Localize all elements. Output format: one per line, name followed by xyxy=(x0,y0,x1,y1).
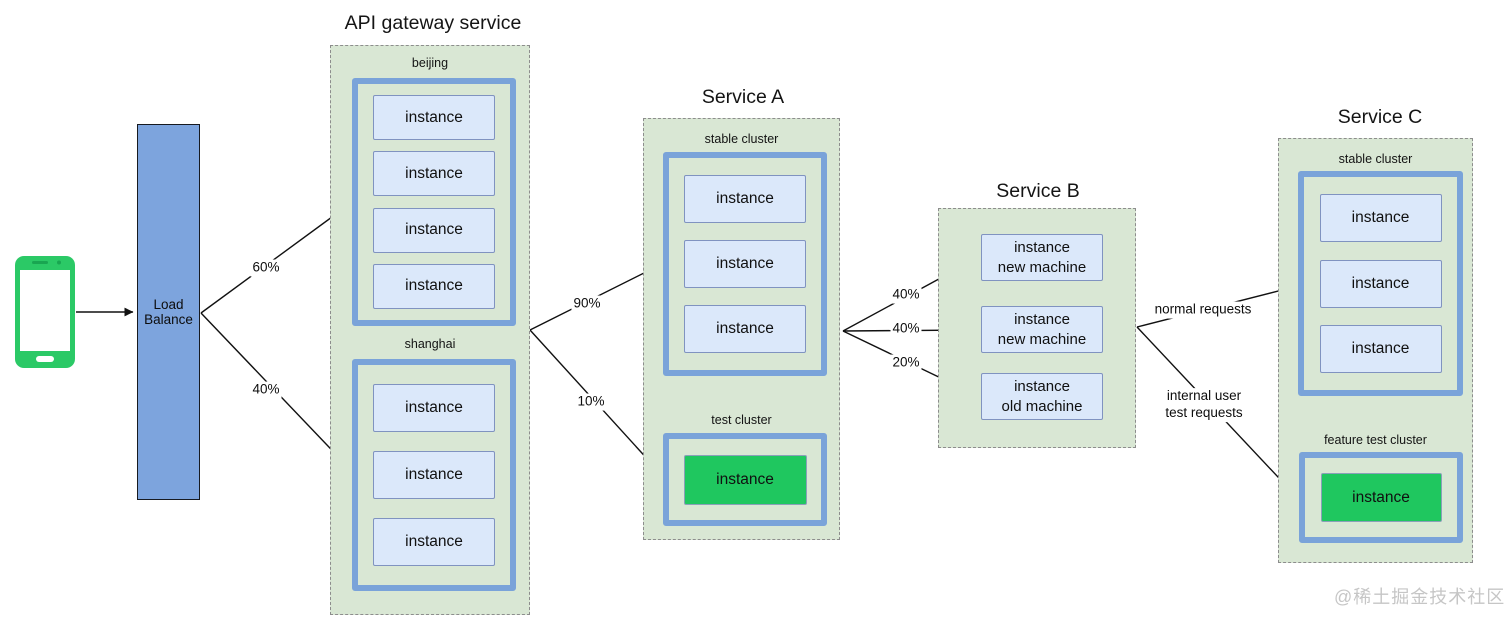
service-b-instance-old: instance old machine xyxy=(981,373,1103,420)
service-c-feature-label: feature test cluster xyxy=(1324,433,1427,447)
service-a-title: Service A xyxy=(701,86,785,108)
service-c-stable-cluster: instance instance instance xyxy=(1298,171,1463,396)
service-b-instance-new-2: instance new machine xyxy=(981,306,1103,353)
service-c-stable-label: stable cluster xyxy=(1338,152,1413,166)
arrow-lb-to-beijing xyxy=(200,205,348,314)
service-c-instance: instance xyxy=(1319,194,1442,243)
service-b-instance-line: old machine xyxy=(1001,397,1083,415)
service-a-container: stable cluster instance instance instanc… xyxy=(643,118,840,540)
gateway-instance: instance xyxy=(373,263,495,309)
service-a-stable-label: stable cluster xyxy=(704,132,779,146)
edge-label-90: 90% xyxy=(571,295,603,313)
mobile-phone-icon xyxy=(15,256,75,368)
beijing-cluster: instance instance instance instance xyxy=(352,78,516,326)
gateway-container: beijing instance instance instance insta… xyxy=(330,45,530,615)
service-a-instance: instance xyxy=(684,175,806,223)
service-c-container: stable cluster instance instance instanc… xyxy=(1278,138,1473,563)
service-b-instance-line: new machine xyxy=(997,330,1087,348)
service-b-instance-line: instance xyxy=(1014,239,1070,256)
watermark: @稀土掘金技术社区 xyxy=(1334,587,1506,607)
edge-label-internal-test-requests: internal user test requests xyxy=(1163,388,1245,422)
zone-label-beijing: beijing xyxy=(411,56,449,70)
service-c-instance: instance xyxy=(1319,259,1442,308)
service-a-test-instance: instance xyxy=(683,454,807,505)
gateway-instance: instance xyxy=(373,151,495,197)
gateway-instance: instance xyxy=(373,518,495,566)
edge-label-40: 40% xyxy=(250,381,282,399)
gateway-instance: instance xyxy=(373,207,495,253)
service-c-instance: instance xyxy=(1319,324,1442,373)
load-balancer-label: Load Balance xyxy=(144,297,193,327)
load-balancer-node: Load Balance xyxy=(137,124,200,500)
edge-label-40a: 40% xyxy=(890,286,922,304)
service-a-test-cluster: instance xyxy=(663,433,827,526)
edge-label-line: test requests xyxy=(1165,405,1243,420)
gateway-instance: instance xyxy=(373,451,495,499)
zone-label-shanghai: shanghai xyxy=(404,337,456,351)
gateway-title: API gateway service xyxy=(344,12,522,34)
edge-label-40b: 40% xyxy=(890,320,922,338)
gateway-instance: instance xyxy=(373,95,495,141)
service-b-container: instance new machine instance new machin… xyxy=(938,208,1136,448)
service-c-title: Service C xyxy=(1337,106,1423,128)
edge-label-10: 10% xyxy=(575,393,607,411)
gateway-instance: instance xyxy=(373,384,495,432)
service-b-title: Service B xyxy=(996,180,1080,202)
service-a-test-label: test cluster xyxy=(711,413,772,427)
service-b-instance-line: instance xyxy=(1014,378,1070,395)
service-c-feature-cluster: instance xyxy=(1299,452,1463,543)
shanghai-cluster: instance instance instance xyxy=(352,359,516,591)
service-b-instance-line: instance xyxy=(1014,311,1070,328)
edge-label-line: internal user xyxy=(1166,388,1242,404)
service-b-instance-new-1: instance new machine xyxy=(981,234,1103,281)
service-b-instance-line: new machine xyxy=(997,258,1087,276)
edge-label-normal-requests: normal requests xyxy=(1152,301,1254,319)
service-a-instance: instance xyxy=(684,240,806,288)
service-a-stable-cluster: instance instance instance xyxy=(663,152,827,376)
edge-label-60: 60% xyxy=(250,259,282,277)
edge-label-20: 20% xyxy=(890,354,922,372)
service-c-feature-instance: instance xyxy=(1320,473,1442,522)
service-a-instance: instance xyxy=(684,305,806,353)
